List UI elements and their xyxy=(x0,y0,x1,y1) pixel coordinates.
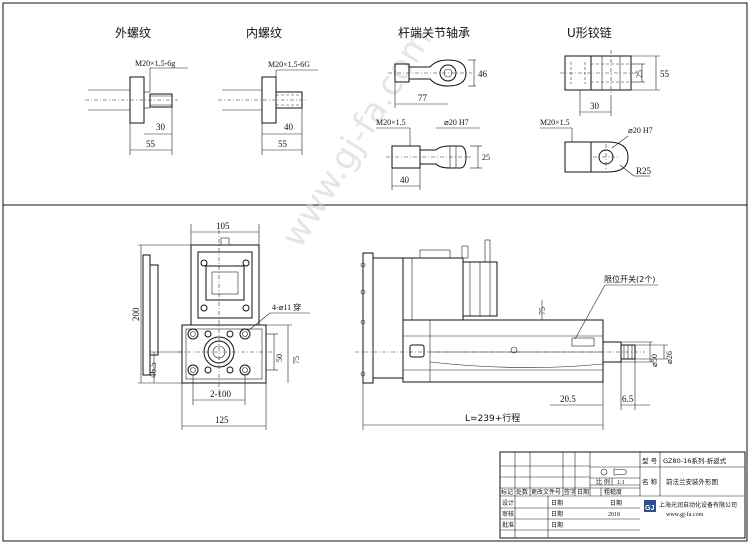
company-logo-text: GJ xyxy=(645,505,654,512)
tb-model-value: GZ80-16系列-折返式 xyxy=(663,456,727,465)
side-dim-75: 75 xyxy=(292,356,301,364)
external-thread-dim-55: 55 xyxy=(146,139,156,149)
watermark: www.gj-fa.com xyxy=(274,21,441,255)
tb-date-design: 日期 xyxy=(551,499,563,507)
clevis-radius: R25 xyxy=(636,166,652,176)
tb-scale-value: 1:1 xyxy=(617,480,625,486)
external-thread-title: 外螺纹 xyxy=(115,26,151,40)
external-thread-spec: M20×1.5-6g xyxy=(135,59,175,68)
internal-thread-title: 内螺纹 xyxy=(246,26,282,40)
front-flange xyxy=(362,252,374,384)
tb-date-label: 日期 xyxy=(577,488,589,496)
front-dim-20-5: 20.5 xyxy=(560,394,576,404)
side-dim-125: 125 xyxy=(215,415,229,425)
side-dim-2-100: 2-100 xyxy=(210,389,231,399)
tb-date-right: 日期 xyxy=(610,499,622,507)
rod-end-bearing-view: 杆端关节轴承 46 77 M20×1.5 ⌀20 H7 25 40 xyxy=(376,25,490,190)
tb-website: www.gj-fa.com xyxy=(666,511,704,518)
clevis-dim-25: 25 xyxy=(635,70,644,78)
clevis-bore: ⌀20 H7 xyxy=(628,126,653,135)
side-hole-note: 4-⌀11 穿 xyxy=(272,302,301,312)
tb-name-label: 名 称 xyxy=(642,477,658,486)
projection-symbol-icon xyxy=(600,468,608,476)
rod-end-bore: ⌀20 H7 xyxy=(444,118,469,127)
front-dim-length: L=239+行程 xyxy=(465,412,520,424)
tb-count-label: 处数 xyxy=(516,488,528,496)
tb-year: 2018 xyxy=(608,512,620,518)
tb-model-label: 型 号 xyxy=(642,456,658,465)
tb-thick-label: 粗糙度 xyxy=(604,488,622,496)
clevis-spec: M20×1.5 xyxy=(540,118,570,127)
title-block: 型 号 GZ80-16系列-折返式 名 称 前法兰安装外形图 比 例 1:1 标… xyxy=(499,451,746,539)
internal-thread-dim-55: 55 xyxy=(278,139,288,149)
tb-sign-label: 签字 xyxy=(564,488,576,496)
base-flange xyxy=(181,324,267,384)
rod-end-spec: M20×1.5 xyxy=(376,118,406,127)
clevis-dim-30: 30 xyxy=(590,101,600,111)
tb-name-value: 前法兰安装外形图 xyxy=(666,477,718,486)
rod-end-dim-40: 40 xyxy=(400,175,410,185)
rod-end-title: 杆端关节轴承 xyxy=(398,25,470,40)
rod-end-dim-46: 46 xyxy=(478,69,488,79)
tb-doc-label: 更改文件号 xyxy=(531,488,561,496)
tb-approve-label: 批准 xyxy=(502,521,514,529)
tb-company: 上海光润自动化设备有限公司 xyxy=(659,501,737,509)
limit-switch-label: 限位开关(2个) xyxy=(604,274,655,284)
tb-review-label: 审核 xyxy=(502,510,514,518)
company-logo-icon xyxy=(644,500,656,512)
tb-design-label: 设计 xyxy=(502,499,514,507)
clevis-view: U形铰链 25 55 30 M20×1.5 ⌀20 H7 R xyxy=(540,25,670,177)
front-tube xyxy=(402,319,604,383)
clevis-title: U形铰链 xyxy=(567,25,612,40)
front-view: 限位开关(2个) 75 ⌀50 ⌀26 20.5 6.5 L=239+行程 xyxy=(355,239,674,430)
internal-thread-dim-40: 40 xyxy=(284,122,294,132)
tb-date-approve: 日期 xyxy=(551,521,563,529)
front-dim-d26: ⌀26 xyxy=(665,351,674,364)
front-dim-d50: ⌀50 xyxy=(650,354,659,367)
front-dim-6-5: 6.5 xyxy=(622,394,634,404)
internal-thread-view: 内螺纹 M20×1.5-6G 40 55 xyxy=(218,26,318,155)
tb-mark-label: 标记 xyxy=(501,488,513,496)
external-thread-dim-30: 30 xyxy=(156,122,166,132)
front-dim-75: 75 xyxy=(538,307,547,315)
external-thread-view: 外螺纹 M20×1.5-6g 30 55 xyxy=(85,26,188,155)
rod-end-dim-77: 77 xyxy=(418,93,428,103)
internal-thread-spec: M20×1.5-6G xyxy=(268,60,310,69)
tb-scale-label: 比 例 xyxy=(596,478,610,486)
motor-housing xyxy=(190,244,260,326)
side-dim-200: 200 xyxy=(131,307,141,321)
side-dim-50: 50 xyxy=(275,354,284,362)
side-dim-105: 105 xyxy=(216,221,230,231)
clevis-dim-55: 55 xyxy=(660,69,670,79)
tb-date-review: 日期 xyxy=(551,510,563,518)
side-dim-46-5: 46.5 xyxy=(148,362,158,378)
rod-end-dim-25: 25 xyxy=(482,153,490,162)
side-view: 105 200 46.5 4-⌀11 穿 50 75 2-100 125 xyxy=(131,221,310,430)
